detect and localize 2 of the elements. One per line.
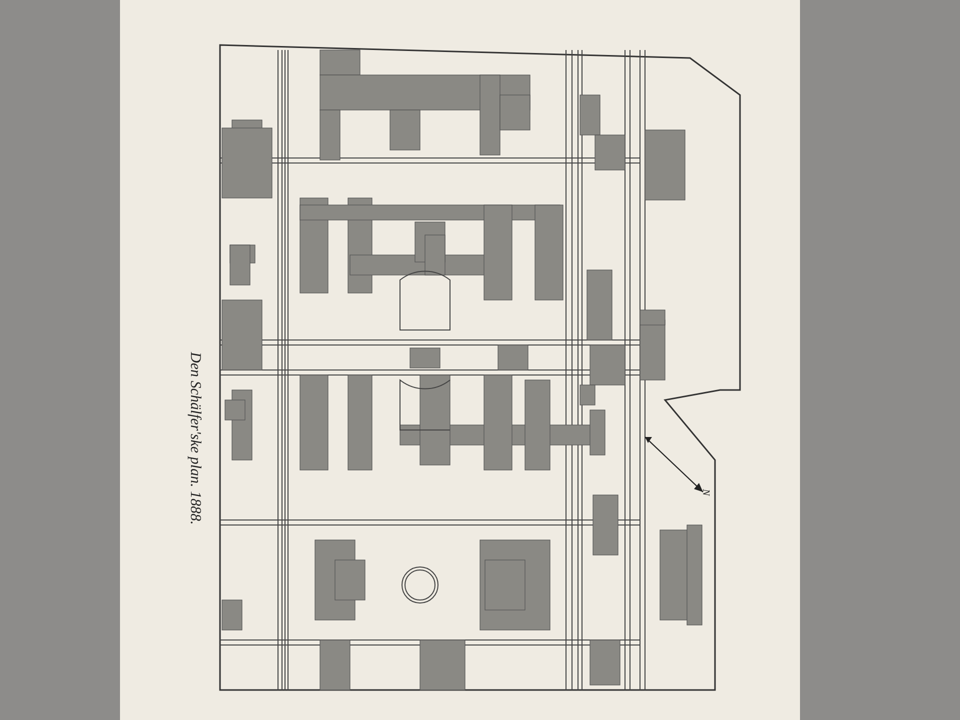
caption: Den Schälfer'ske plan. 1888. <box>186 352 203 525</box>
compass-label: N <box>700 489 711 496</box>
